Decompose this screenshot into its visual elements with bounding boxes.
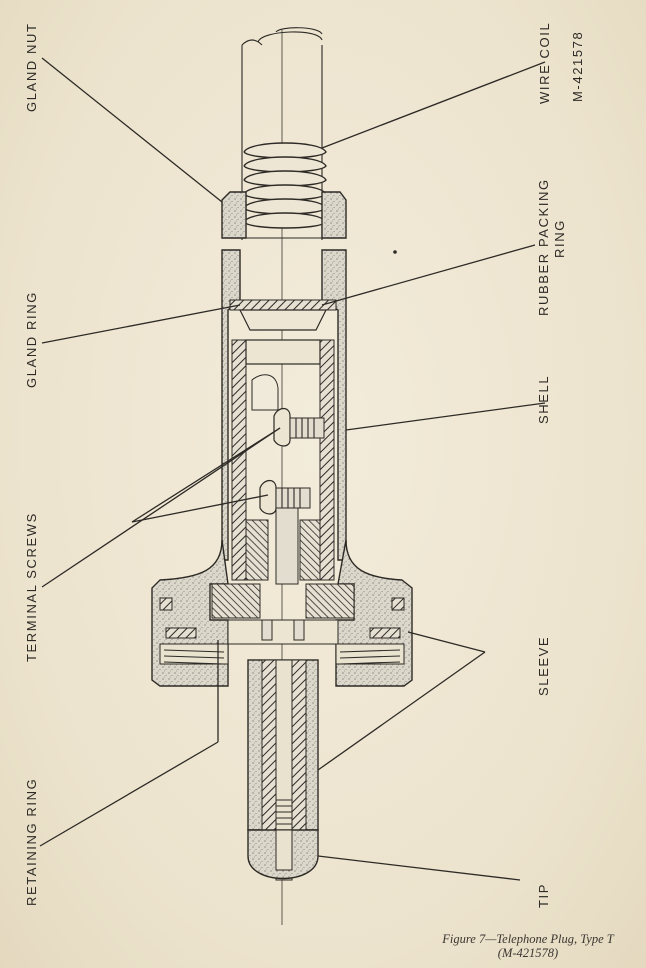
label-shell: SHELL <box>536 375 551 424</box>
caption-line-2: (M-421578) <box>497 946 559 960</box>
wire-coil <box>243 142 327 229</box>
label-rubber-packing-ring-2: RING <box>552 219 567 258</box>
label-sleeve: SLEEVE <box>536 636 551 696</box>
sleeve-lower <box>247 619 319 881</box>
label-drawing-number: M-421578 <box>570 31 585 102</box>
ink-dot <box>393 250 397 254</box>
insulator-body <box>231 339 335 581</box>
label-retaining-ring: RETAINING RING <box>24 778 39 906</box>
leader-lines <box>39 57 546 881</box>
label-tip: TIP <box>536 883 551 908</box>
label-terminal-screws: TERMINAL SCREWS <box>24 512 39 662</box>
label-gland-ring: GLAND RING <box>24 291 39 388</box>
terminal-screw-upper <box>273 407 325 447</box>
label-gland-nut: GLAND NUT <box>24 22 39 112</box>
figure-caption: Figure 7—Telephone Plug, Type T (M-42157… <box>410 932 646 961</box>
gland-nut <box>221 191 347 239</box>
caption-line-1: Figure 7—Telephone Plug, Type T <box>442 932 614 946</box>
sleeve-threads <box>159 643 405 665</box>
terminal-screw-lower <box>259 479 311 585</box>
label-rubber-packing-ring-1: RUBBER PACKING <box>536 178 551 316</box>
label-wire-coil: WIRE COIL <box>537 22 552 104</box>
tip <box>247 829 319 880</box>
